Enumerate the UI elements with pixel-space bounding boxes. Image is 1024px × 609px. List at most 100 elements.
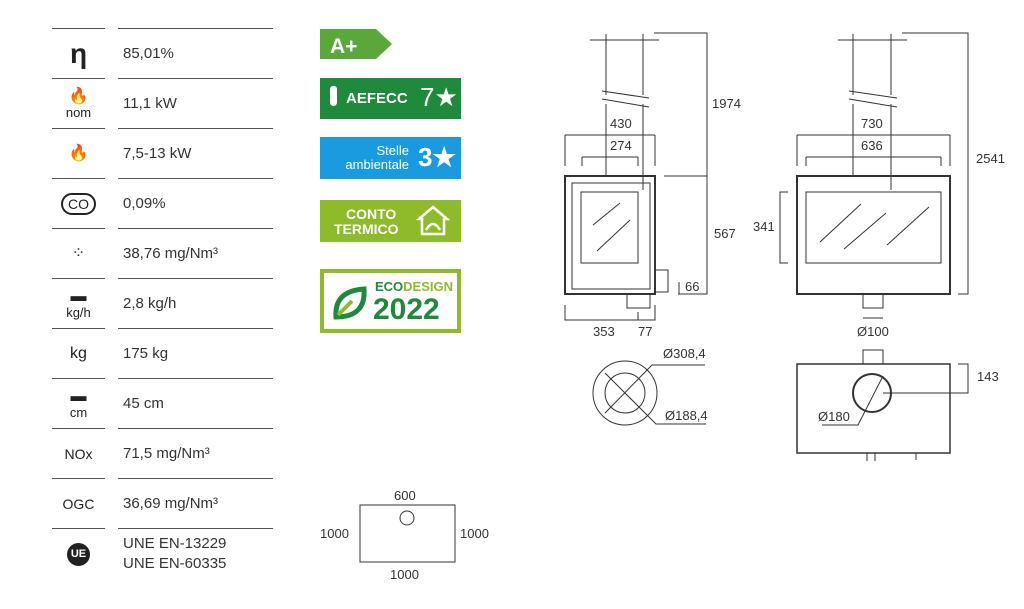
- aefecc-stars: 7★: [420, 82, 458, 112]
- spec-icon-glyph: η: [69, 38, 88, 69]
- co-cloud-icon: CO: [52, 178, 105, 229]
- spec-icon-glyph: CO: [61, 193, 96, 215]
- spec-value-text: UNE EN-13229 UNE EN-60335: [123, 535, 227, 572]
- spec-value: 0,09%: [118, 178, 273, 228]
- thermometer-icon: [330, 86, 337, 106]
- spec-row: ⁘ 38,76 mg/Nm³: [52, 228, 273, 278]
- dim-front-width-inner: 636: [861, 138, 883, 153]
- spec-value-text: 45 cm: [123, 394, 164, 412]
- spec-row: ▬cm 45 cm: [52, 378, 273, 428]
- spec-row: UE UNE EN-13229 UNE EN-60335: [52, 528, 273, 578]
- leaf-icon: [333, 286, 367, 320]
- dim-front-width-outer: 730: [861, 116, 883, 131]
- spec-icon-glyph: NOx: [64, 446, 93, 462]
- spec-row: ▬kg/h 2,8 kg/h: [52, 278, 273, 328]
- spec-value: 38,76 mg/Nm³: [118, 228, 273, 278]
- conto-termico-badge: CONTO TERMICO: [320, 200, 461, 242]
- spec-icon-glyph: 🔥: [68, 87, 89, 105]
- spec-value: 71,5 mg/Nm³: [118, 428, 273, 478]
- power-range-flames-icon: 🔥: [52, 128, 105, 179]
- spec-value-text: 38,76 mg/Nm³: [123, 244, 219, 262]
- spec-row: CO 0,09%: [52, 178, 273, 228]
- stelle-badge: Stelle ambientale 3★: [320, 137, 461, 179]
- svg-text:A+: A+: [330, 35, 357, 58]
- spec-value: 175 kg: [118, 328, 273, 378]
- spec-row: OGC 36,69 mg/Nm³: [52, 478, 273, 528]
- spec-value-text: 11,1 kW: [123, 94, 177, 112]
- spec-icon-unit: kg/h: [66, 304, 91, 320]
- ecodesign-label: ECODESIGN: [375, 279, 454, 294]
- spec-icon-glyph: 🔥: [68, 145, 89, 162]
- dim-top-depth: 143: [977, 369, 999, 384]
- dim-side-width-inner: 274: [610, 138, 632, 153]
- wood-consumption-icon: ▬kg/h: [52, 278, 105, 329]
- ecodesign-year: 2022: [373, 293, 440, 326]
- spec-icon-glyph: UE: [66, 542, 91, 566]
- spec-value-text: 175 kg: [123, 344, 169, 362]
- dim-side-height-body: 567: [714, 226, 736, 241]
- spec-value-text: 71,5 mg/Nm³: [123, 444, 210, 462]
- side-view: [564, 32, 708, 321]
- spec-icon-glyph: ▬: [70, 287, 87, 305]
- spec-icon-glyph: ▬: [70, 387, 87, 405]
- dim-side-height-total: 1974: [712, 96, 741, 111]
- dim-round-outer: Ø308,4: [663, 346, 706, 361]
- nox-label: NOx: [52, 428, 105, 479]
- spec-row: kg 175 kg: [52, 328, 273, 378]
- spec-value-text: 36,69 mg/Nm³: [123, 494, 219, 512]
- conto-line1: CONTO: [346, 206, 397, 222]
- ecodesign-badge: ECODESIGN 2022: [320, 269, 461, 333]
- stelle-line2: ambientale: [345, 157, 409, 172]
- spec-icon-glyph: OGC: [62, 496, 95, 512]
- spec-row: 🔥nom 11,1 kW: [52, 78, 273, 128]
- stelle-stars: 3★: [418, 142, 456, 172]
- dim-front-height-total: 2541: [976, 151, 1005, 166]
- spec-value: 36,69 mg/Nm³: [118, 478, 273, 528]
- log-length-icon: ▬cm: [52, 378, 105, 429]
- spec-icon-unit: cm: [69, 404, 88, 420]
- particulate-dots-icon: ⁘: [52, 228, 105, 279]
- clearance-right: 1000: [460, 526, 489, 541]
- dim-side-width-outer: 430: [610, 116, 632, 131]
- aefecc-badge: AEFECC 7★: [320, 78, 461, 119]
- spec-icon-unit: nom: [65, 104, 92, 120]
- spec-value-text: 7,5-13 kW: [123, 144, 192, 162]
- spec-value: 7,5-13 kW: [118, 128, 273, 178]
- top-view: [796, 349, 969, 461]
- dim-top-flue: Ø180: [818, 409, 850, 424]
- dim-side-flue-offset: 77: [638, 324, 652, 339]
- conto-line2: TERMICO: [334, 221, 399, 237]
- spec-row: 🔥 7,5-13 kW: [52, 128, 273, 178]
- spec-value: 11,1 kW: [118, 78, 273, 128]
- spec-icon-glyph: ⁘: [71, 245, 86, 262]
- spec-value-text: 85,01%: [123, 44, 174, 62]
- spec-row: η 85,01%: [52, 28, 273, 78]
- clearance-diagram: [359, 504, 456, 563]
- spec-value: 85,01%: [118, 28, 273, 78]
- weight-icon: kg: [52, 328, 105, 379]
- ue-seal-icon: UE: [52, 528, 105, 579]
- clearance-bottom: 1000: [390, 567, 419, 582]
- spec-value: 2,8 kg/h: [118, 278, 273, 328]
- spec-value-text: 2,8 kg/h: [123, 294, 177, 312]
- spec-icon-glyph: kg: [70, 345, 87, 362]
- dim-side-depth: 353: [593, 324, 615, 339]
- spec-row: NOx 71,5 mg/Nm³: [52, 428, 273, 478]
- dim-round-inner: Ø188,4: [665, 408, 708, 423]
- stelle-line1: Stelle: [376, 143, 409, 158]
- spec-value: UNE EN-13229 UNE EN-60335: [118, 528, 273, 578]
- nominal-power-flame-icon: 🔥nom: [52, 78, 105, 129]
- house-leaf-icon: [416, 205, 450, 236]
- clearance-top: 600: [394, 488, 416, 503]
- efficiency-eta-icon: η: [52, 28, 105, 79]
- ogc-label: OGC: [52, 478, 105, 529]
- front-view: [779, 32, 969, 319]
- aefecc-label: AEFECC: [346, 90, 408, 107]
- energy-class-badge: A+: [320, 29, 392, 59]
- dim-front-flue: Ø100: [857, 324, 889, 339]
- dim-front-glass-height: 341: [753, 219, 775, 234]
- dim-side-outlet-height: 66: [685, 279, 699, 294]
- spec-value: 45 cm: [118, 378, 273, 428]
- spec-value-text: 0,09%: [123, 194, 166, 212]
